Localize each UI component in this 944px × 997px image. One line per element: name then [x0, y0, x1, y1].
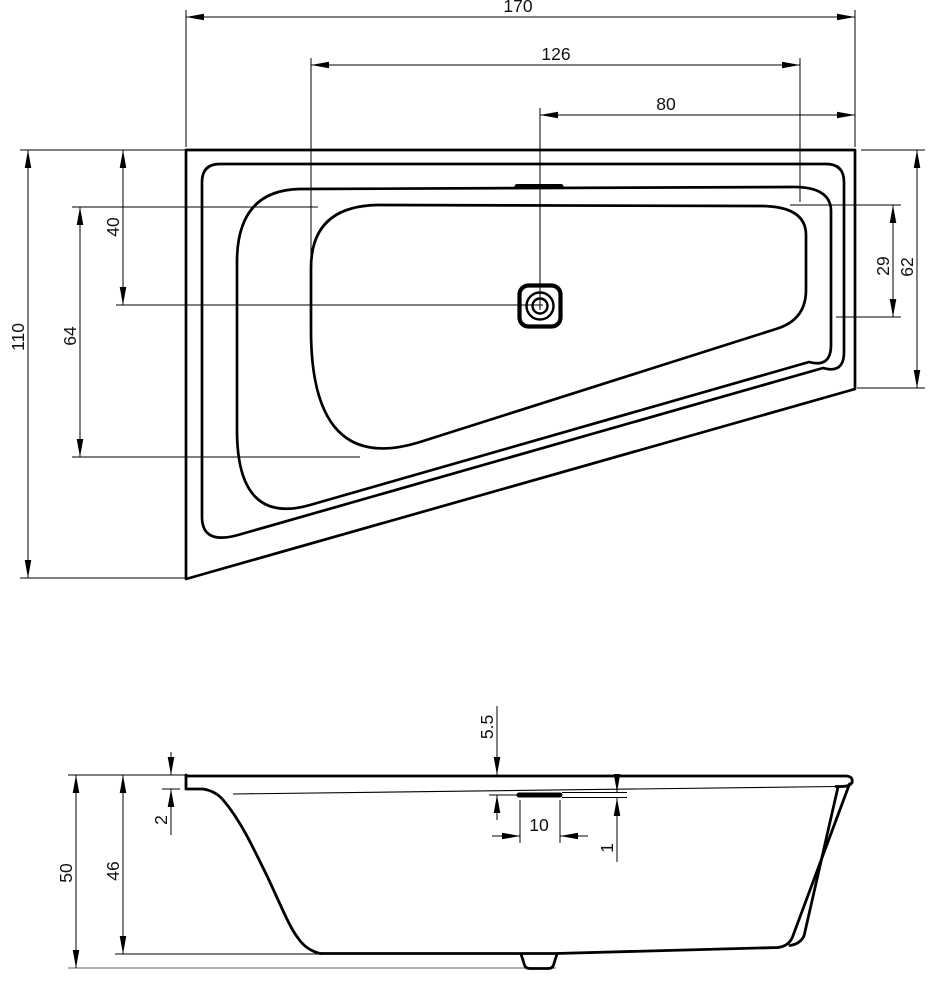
top-view: 170 126 80 110 40 64 29 62: [8, 0, 925, 581]
dim-overall-width: 170: [186, 0, 855, 21]
dim-drain-from-top: 40: [103, 150, 127, 305]
dim-label-40: 40: [103, 217, 123, 237]
tub-outer-edge: [184, 148, 857, 581]
dim-overflow-width: 10: [492, 815, 588, 840]
dim-label-170: 170: [503, 0, 532, 16]
inner-rim-edge-line: [232, 785, 837, 795]
tub-rim-inner-contour: [200, 162, 846, 539]
dim-shell-height: 46: [103, 775, 127, 954]
dim-label-46: 46: [103, 861, 123, 880]
dim-label-2: 2: [151, 815, 171, 825]
dim-basin-floor-width: 126: [311, 44, 800, 69]
dim-label-1: 1: [597, 843, 617, 853]
dim-label-10: 10: [529, 815, 549, 835]
dim-rim-thickness: 2: [151, 752, 175, 835]
tub-basin-floor-contour: [309, 203, 808, 450]
dim-right-edge-depth: 62: [897, 150, 921, 388]
dim-drain-from-right: 80: [540, 94, 855, 119]
dim-basin-depth-left: 64: [60, 207, 84, 457]
bottom-and-right-wall: [318, 782, 851, 955]
left-lip-and-wall: [184, 773, 322, 955]
dim-basin-depth-right: 29: [873, 205, 897, 317]
dim-label-62: 62: [897, 257, 917, 276]
dim-overflow-from-top: 5.5: [477, 706, 501, 820]
side-view: 50 46 2 5.5 10 1: [56, 706, 854, 970]
dim-label-64: 64: [60, 326, 80, 346]
dim-label-80: 80: [656, 94, 676, 114]
dim-overall-depth: 110: [8, 150, 32, 578]
dim-overflow-height: 1: [597, 774, 621, 862]
dim-label-126: 126: [541, 44, 570, 64]
tub-upper-basin-contour: [235, 185, 833, 511]
drain-outlet: [519, 952, 559, 970]
dim-total-height: 50: [56, 775, 80, 968]
dim-label-5-5: 5.5: [477, 715, 497, 739]
dim-label-50: 50: [56, 863, 76, 883]
right-inner-wall: [788, 785, 840, 947]
dim-label-29: 29: [873, 256, 893, 275]
rim-top-surface: [184, 774, 854, 784]
dim-label-110: 110: [8, 323, 28, 351]
